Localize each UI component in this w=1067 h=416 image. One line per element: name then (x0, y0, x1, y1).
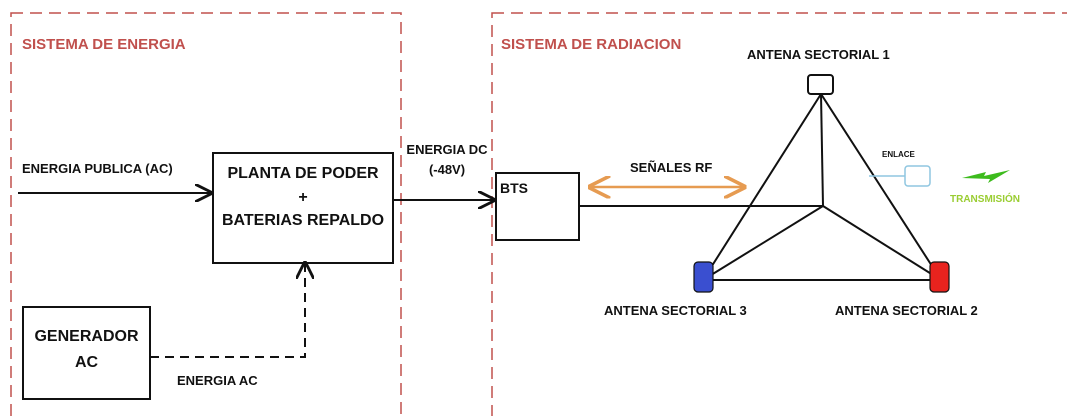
antenna2-label: ANTENA SECTORIAL 2 (835, 303, 978, 318)
antenna-sectorial-2 (929, 261, 950, 293)
antenna1-label: ANTENA SECTORIAL 1 (747, 47, 890, 62)
ac-energy-dashed-arrow (150, 263, 305, 358)
antenna-sectorial-1 (807, 74, 834, 95)
rf-signals-label: SEÑALES RF (630, 160, 713, 175)
transmission-label: TRANSMISIÓN (950, 194, 1020, 205)
generator-line2: AC (74, 354, 99, 371)
ac-energy-label: ENERGIA AC (177, 373, 258, 388)
power-plant-text: PLANTA DE PODER + BATERIAS REPALDO (213, 164, 393, 231)
center-to-antenna1-line (820, 93, 824, 207)
radiation-section-title: SISTEMA DE RADIACION (501, 36, 682, 53)
center-to-antenna3-line (702, 205, 824, 281)
bts-box (495, 172, 580, 241)
antenna-sectorial-3 (693, 261, 714, 293)
antenna3-label: ANTENA SECTORIAL 3 (604, 303, 747, 318)
power-plant-box (212, 152, 394, 264)
radiation-section-border (491, 12, 1067, 416)
power-plant-line2: BATERIAS REPALDO (221, 212, 385, 229)
lightning-bolt-icon (962, 170, 1010, 183)
public-energy-label: ENERGIA PUBLICA (AC) (22, 161, 173, 176)
dc-energy-line2: (-48V) (428, 161, 466, 177)
link-box (904, 165, 931, 187)
energy-section-title: SISTEMA DE ENERGIA (22, 36, 186, 53)
generator-box (22, 306, 151, 400)
power-plant-plus: + (298, 189, 308, 206)
dc-energy-label: ENERGIA DC (-48V) (404, 142, 490, 178)
generator-line1: GENERADOR (34, 328, 139, 345)
generator-text: GENERADOR AC (23, 327, 150, 373)
antenna-triangle (701, 92, 943, 281)
bts-label: BTS (500, 180, 528, 196)
power-plant-line1: PLANTA DE PODER (227, 165, 379, 182)
link-label: ENLACE (882, 150, 915, 159)
center-to-antenna2-line (822, 205, 942, 281)
dc-energy-line1: ENERGIA DC (406, 142, 488, 157)
energy-section-border (10, 12, 402, 416)
